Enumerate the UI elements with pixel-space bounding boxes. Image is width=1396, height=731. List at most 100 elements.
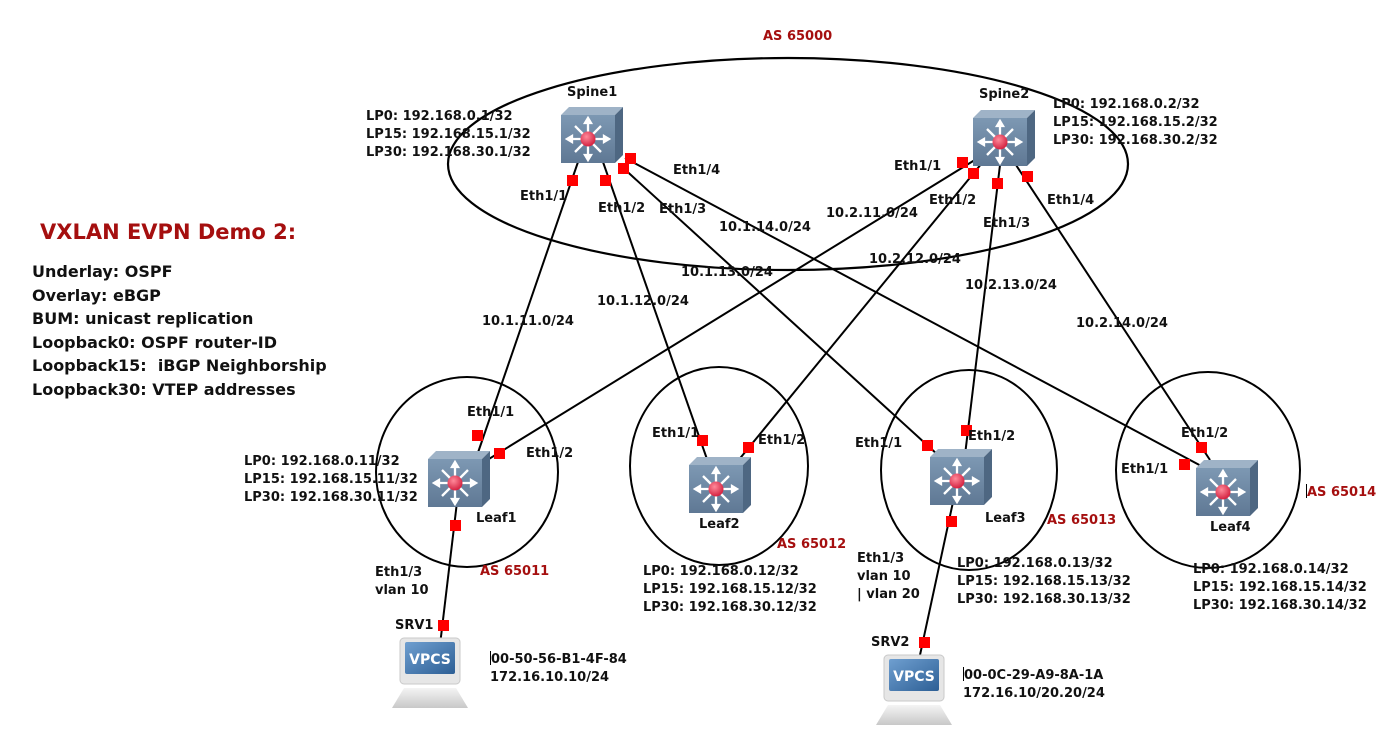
note-bum: BUM: unicast replication [32,309,254,328]
port-label-spine1-eth1-2: Eth1/2 [598,201,646,216]
switch-icon-leaf2[interactable] [689,457,751,513]
port-leaf1-eth1-2[interactable] [494,448,505,459]
host-info-srv1: 00-50-56-B1-4F-84 172.16.10.10/24 [490,651,627,687]
as-label-leaf2: AS 65012 [777,537,847,552]
port-srv2[interactable] [919,637,930,648]
subnet-label-10-2-13: 10.2.13.0/24 [965,278,1057,293]
device-name-srv2: SRV2 [871,635,910,650]
port-leaf1-eth1-3[interactable] [450,520,461,531]
lp30-spine1: LP30: 192.168.30.1/32 [366,145,531,160]
link-spine1-leaf2[interactable] [602,161,709,463]
port-label-leaf2-eth1-2: Eth1/2 [758,433,806,448]
port-label-leaf3-eth1-2: Eth1/2 [968,429,1016,444]
link-spine2-leaf2[interactable] [736,162,983,463]
port-spine1-eth1-2[interactable] [600,175,611,186]
access-port-leaf3: Eth1/3 vlan 10 | vlan 20 [857,550,920,604]
svg-text:VPCS: VPCS [409,652,451,668]
port-leaf2-eth1-1[interactable] [697,435,708,446]
port-spine2-eth1-3[interactable] [992,178,1003,189]
subnet-label-10-1-12: 10.1.12.0/24 [597,294,689,309]
lp15-spine2: LP15: 192.168.15.2/32 [1053,115,1218,130]
access-vlan-leaf1: vlan 10 [375,583,429,598]
link-spine2-leaf1[interactable] [483,157,979,463]
lp0-spine1: LP0: 192.168.0.1/32 [366,109,513,124]
port-spine1-eth1-1[interactable] [567,175,578,186]
as-label-leaf3: AS 65013 [1047,513,1117,528]
port-spine2-eth1-4[interactable] [1022,171,1033,182]
lp0-leaf3: LP0: 192.168.0.13/32 [957,556,1113,571]
switch-icon-leaf3[interactable] [930,449,992,505]
host-mac-srv1-row: 00-50-56-B1-4F-84 [490,651,627,669]
port-spine2-eth1-1[interactable] [957,157,968,168]
switch-icon-spine2[interactable] [973,110,1035,166]
vpcs-icon-srv2[interactable]: VPCS [876,654,952,725]
access-vlan-leaf3: vlan 10 [857,569,911,584]
link-spine1-leaf3[interactable] [619,164,939,456]
port-label-spine2-eth1-3: Eth1/3 [983,216,1031,231]
subnet-label-10-1-11: 10.1.11.0/24 [482,314,574,329]
port-label-leaf4-eth1-2: Eth1/2 [1181,426,1229,441]
lp0-leaf2: LP0: 192.168.0.12/32 [643,564,799,579]
port-label-leaf1-eth1-2: Eth1/2 [526,446,574,461]
link-leaf3-srv2[interactable] [919,501,954,656]
as-label-leaf4-text: AS 65014 [1307,485,1377,500]
host-mac-srv2: 00-0C-29-A9-8A-1A [964,668,1104,683]
port-leaf3-eth1-1[interactable] [922,440,933,451]
access-port-label-leaf3: Eth1/3 [857,551,905,566]
note-overlay: Overlay: eBGP [32,285,161,305]
lp15-leaf4: LP15: 192.168.15.14/32 [1193,580,1367,595]
lp15-leaf2: LP15: 192.168.15.12/32 [643,582,817,597]
lp15-leaf1: LP15: 192.168.15.11/32 [244,472,418,487]
port-label-spine2-eth1-4: Eth1/4 [1047,193,1095,208]
device-name-leaf4: Leaf4 [1210,520,1251,535]
switch-icon-leaf1[interactable] [428,451,490,507]
switch-icon-spine1[interactable] [561,107,623,163]
lp15-leaf3: LP15: 192.168.15.13/32 [957,574,1131,589]
lp30-leaf2: LP30: 192.168.30.12/32 [643,600,817,615]
access-port-leaf1: Eth1/3 vlan 10 [375,564,429,600]
access-port-label-leaf1: Eth1/3 [375,565,423,580]
port-spine2-eth1-2[interactable] [968,168,979,179]
switch-icon-leaf4[interactable] [1196,460,1258,516]
port-leaf3-eth1-2[interactable] [961,425,972,436]
link-spine1-leaf1[interactable] [471,161,579,471]
port-label-spine2-eth1-2: Eth1/2 [929,193,977,208]
leaf4-as-boundary [1115,371,1301,569]
device-name-spine1: Spine1 [567,85,618,100]
port-leaf4-eth1-2[interactable] [1196,442,1207,453]
lp0-leaf1: LP0: 192.168.0.11/32 [244,454,400,469]
port-leaf2-eth1-2[interactable] [743,442,754,453]
port-leaf4-eth1-1[interactable] [1179,459,1190,470]
design-notes: Underlay: OSPF Overlay: eBGP BUM: unicas… [32,260,327,401]
as-label-leaf4: AS 65014 [1306,484,1376,502]
device-name-leaf3: Leaf3 [985,511,1026,526]
link-spine1-leaf4[interactable] [624,157,1206,469]
lp30-leaf4: LP30: 192.168.30.14/32 [1193,598,1367,613]
port-leaf1-eth1-1[interactable] [472,430,483,441]
port-label-leaf4-eth1-1: Eth1/1 [1121,462,1169,477]
port-label-spine1-eth1-4: Eth1/4 [673,163,721,178]
svg-text:VPCS: VPCS [893,669,935,685]
port-label-leaf1-eth1-1: Eth1/1 [467,405,515,420]
lp30-spine2: LP30: 192.168.30.2/32 [1053,133,1218,148]
port-label-spine1-eth1-3: Eth1/3 [659,202,707,217]
loopbacks-leaf3: LP0: 192.168.0.13/32 LP15: 192.168.15.13… [957,555,1131,609]
note-loopback30: Loopback30: VTEP addresses [32,379,296,399]
spine-as-boundary [446,56,1130,272]
port-spine1-eth1-4[interactable] [625,153,636,164]
subnet-label-10-1-13: 10.1.13.0/24 [681,265,773,280]
link-spine2-leaf3[interactable] [964,164,1001,456]
port-label-leaf3-eth1-1: Eth1/1 [855,436,903,451]
vpcs-icon-srv1[interactable]: VPCS [392,637,468,708]
access-vlan2-leaf3: | vlan 20 [857,587,920,602]
text-cursor [1306,484,1307,498]
loopbacks-leaf2: LP0: 192.168.0.12/32 LP15: 192.168.15.12… [643,563,817,617]
port-srv1[interactable] [438,620,449,631]
note-loopback0: Loopback0: OSPF router-ID [32,332,277,352]
port-leaf3-eth1-3[interactable] [946,516,957,527]
leaf3-as-boundary [880,369,1058,571]
link-spine2-leaf4[interactable] [1015,164,1211,461]
port-spine1-eth1-3[interactable] [618,163,629,174]
lp30-leaf3: LP30: 192.168.30.13/32 [957,592,1131,607]
